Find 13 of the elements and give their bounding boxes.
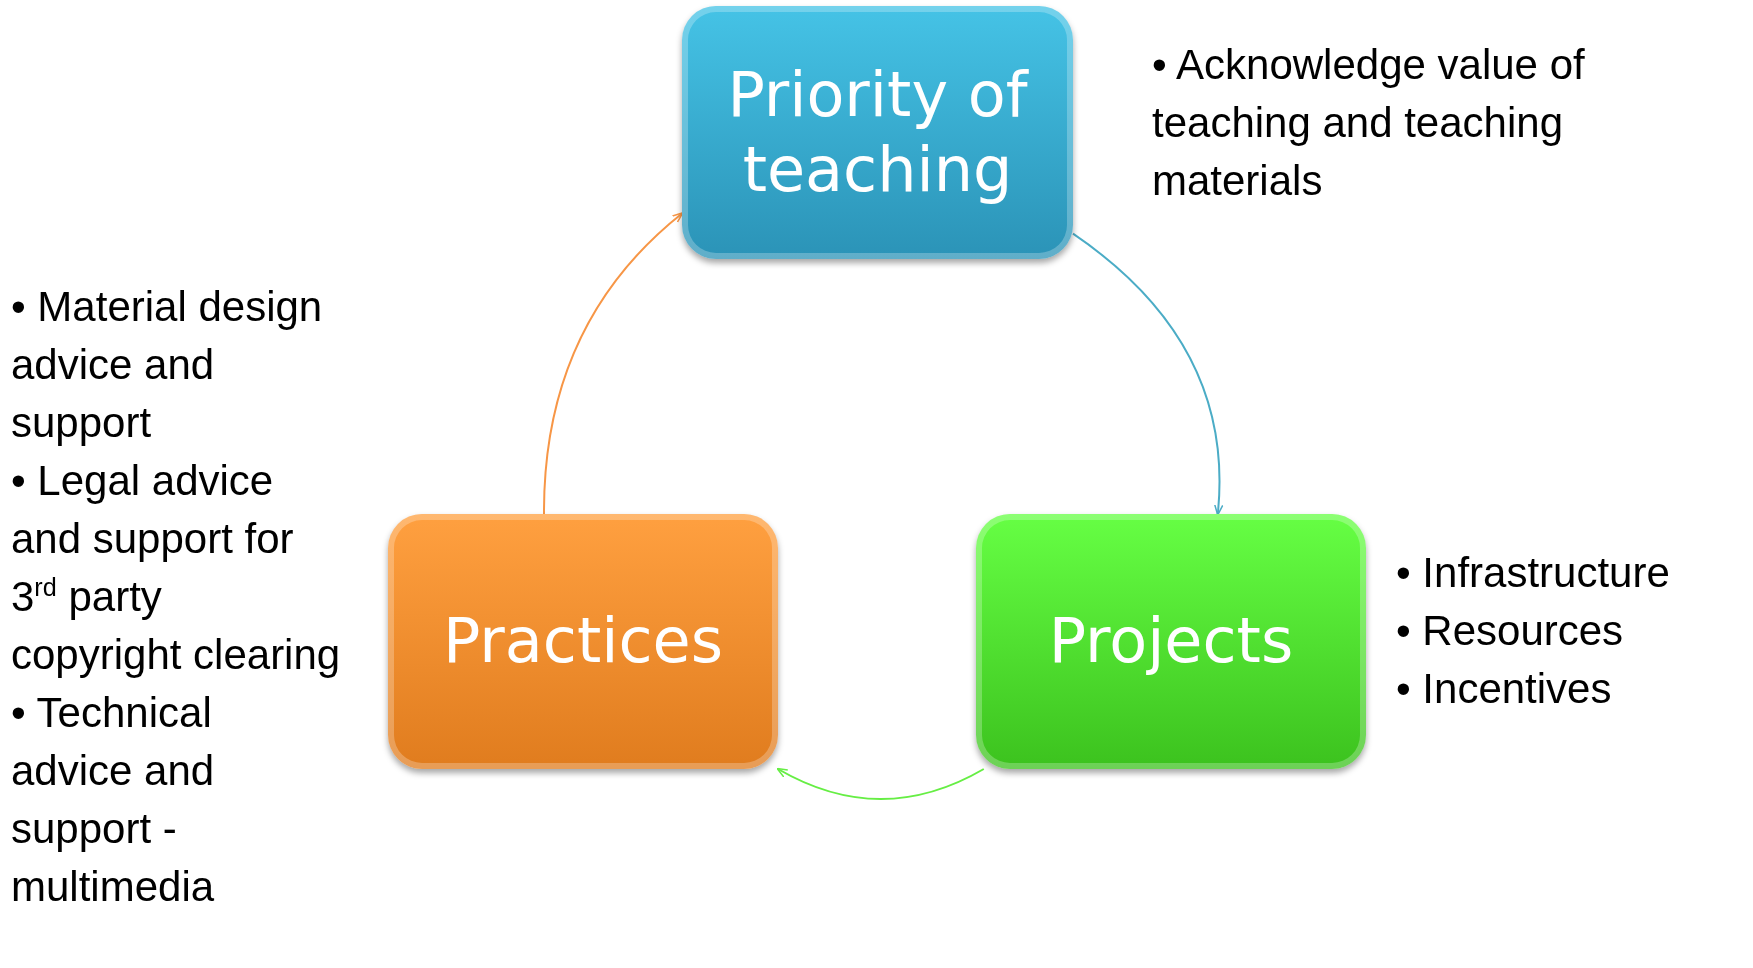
bullet-text: • Technical advice and support - multimedia bbox=[11, 687, 216, 912]
box-title: Practices bbox=[442, 604, 724, 679]
bullet-text: • Material design advice and support bbox=[11, 282, 324, 448]
bullet-text: • Incentives bbox=[1396, 663, 1613, 714]
bullet-text: • Resources bbox=[1396, 605, 1625, 656]
bullet-text: • Acknowledge value of teaching and teaching materials bbox=[1152, 40, 1586, 206]
box-title: Priority of teaching bbox=[726, 58, 1030, 207]
bullet-text: • Legal advice and support for 3$^{rd}$ party copyright clearing bbox=[11, 455, 341, 680]
box-title: Projects bbox=[1047, 604, 1295, 679]
arrow bbox=[543, 212, 684, 515]
bullet-text: • Infrastructure bbox=[1396, 548, 1671, 598]
arrow bbox=[776, 767, 985, 800]
arrow bbox=[1072, 232, 1224, 516]
